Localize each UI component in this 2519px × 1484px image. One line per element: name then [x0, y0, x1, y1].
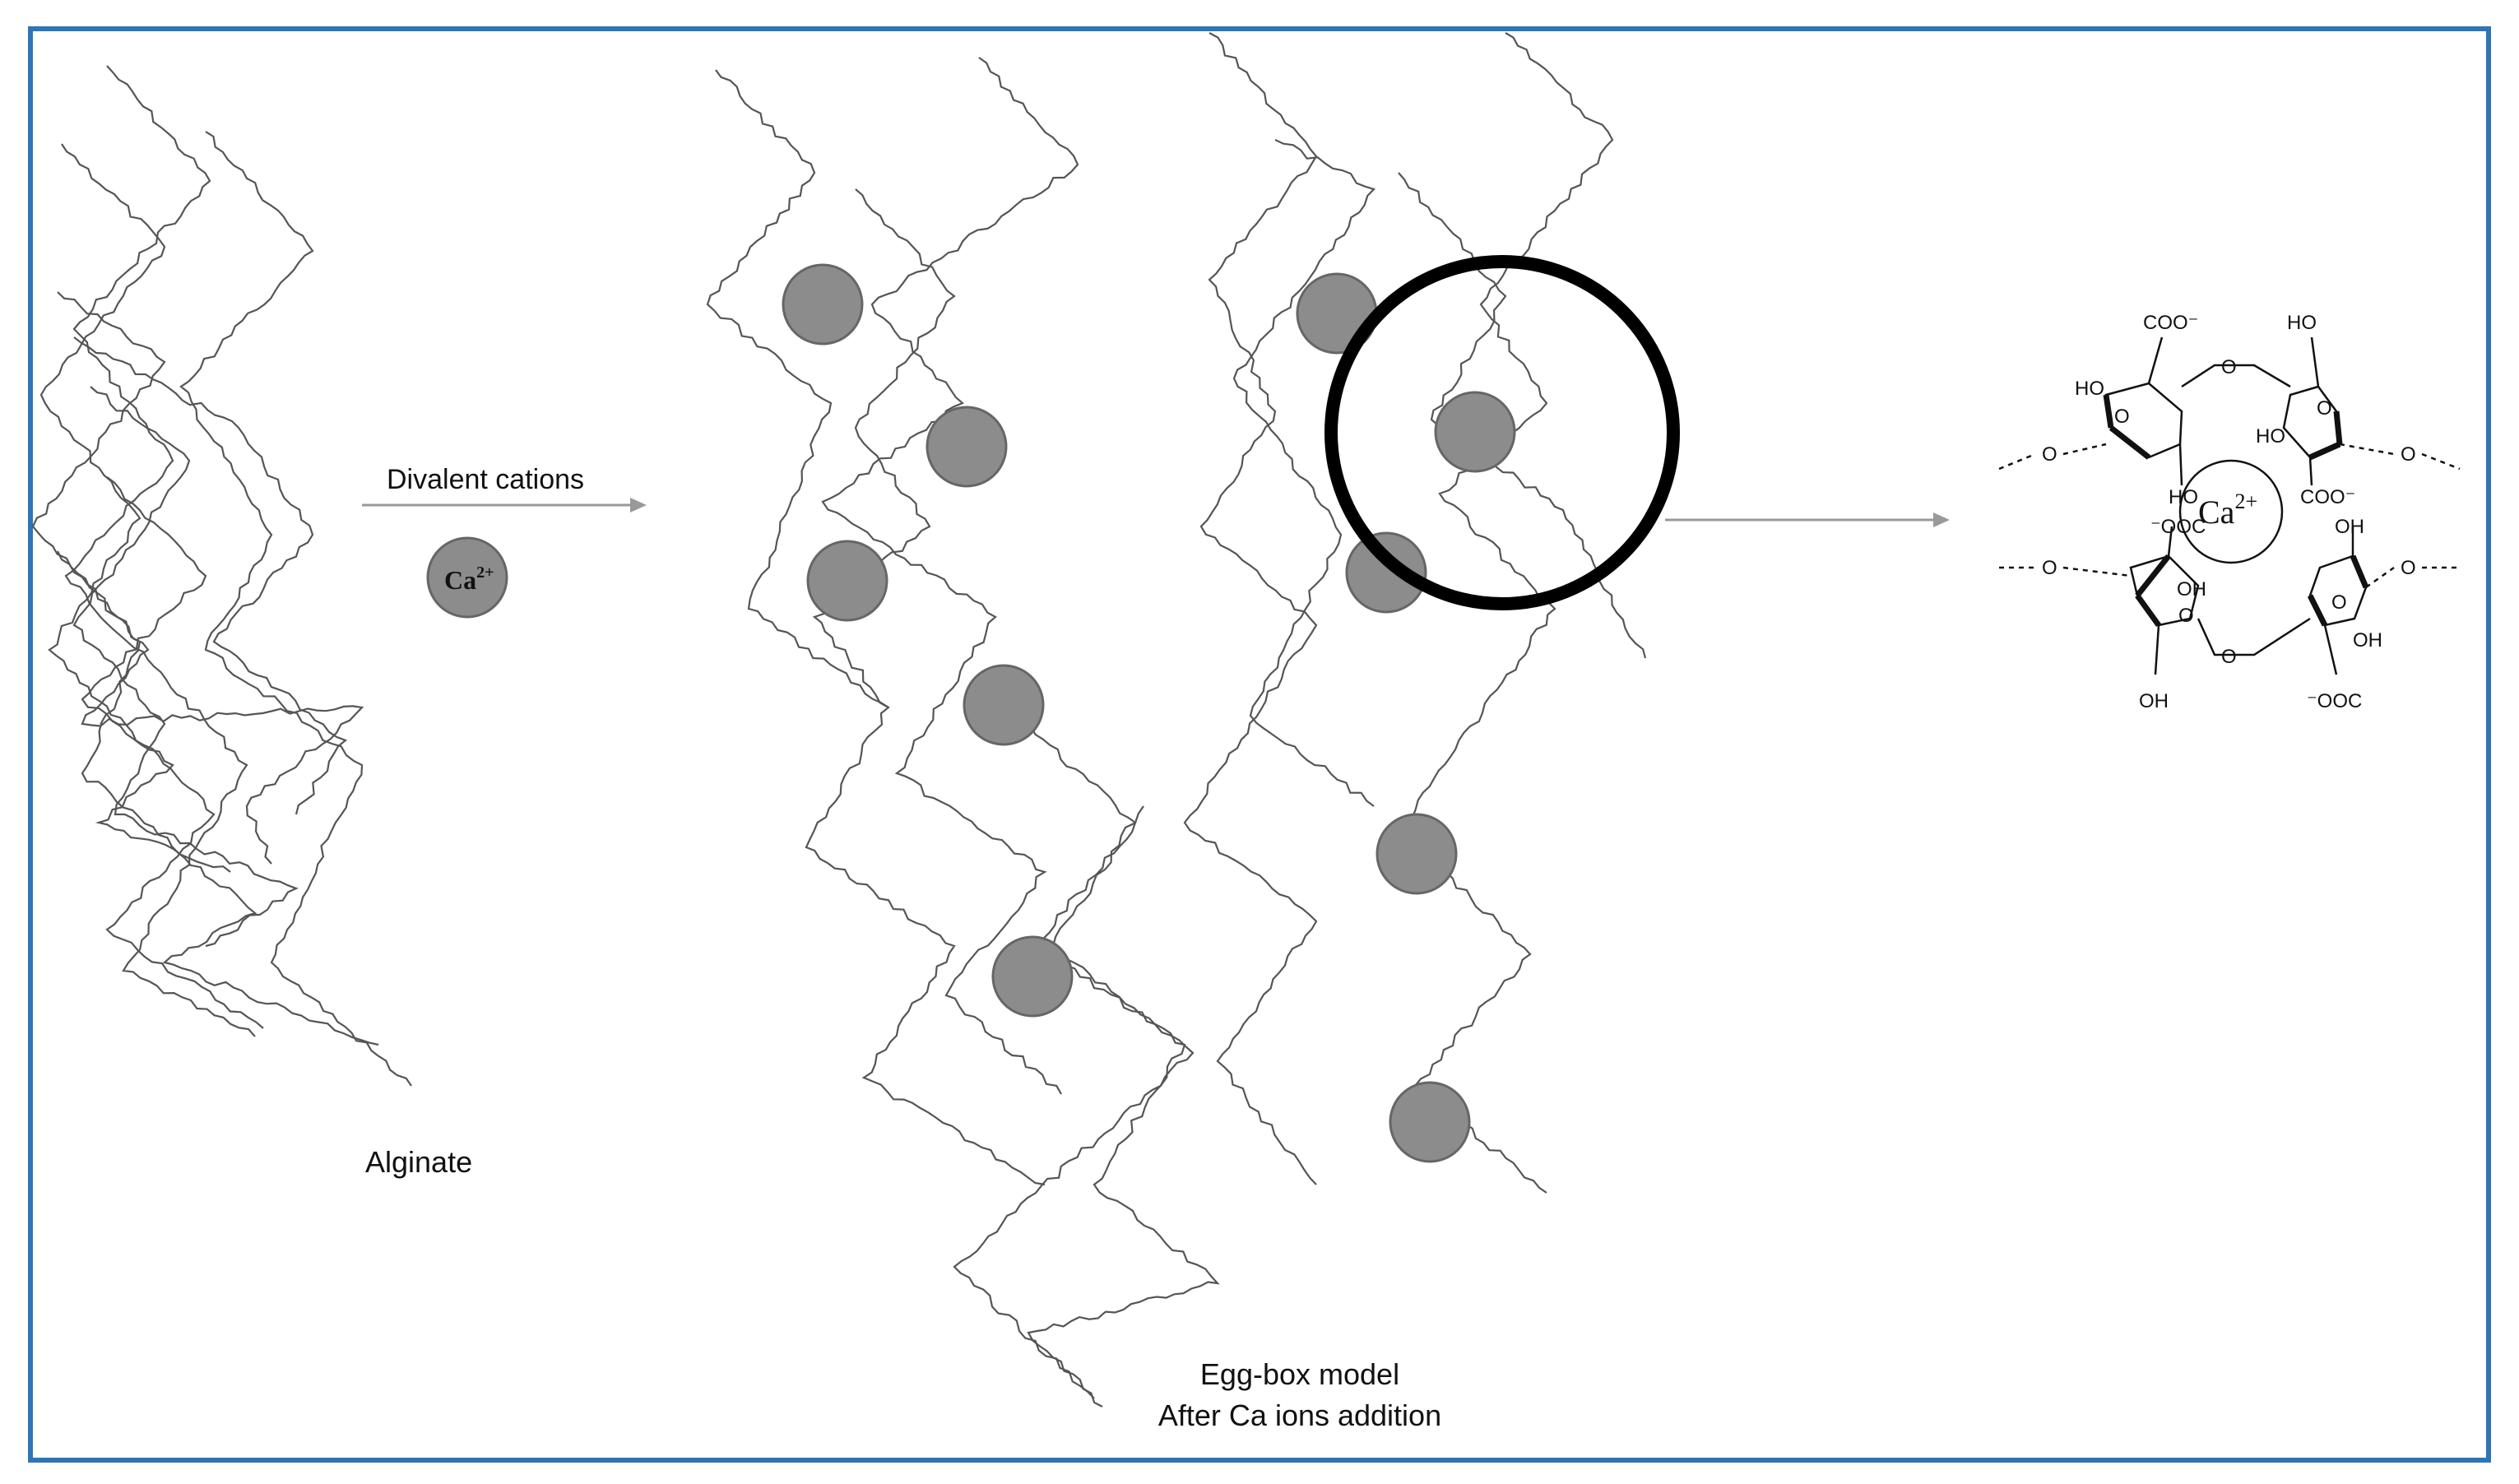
- reaction-arrow: [362, 498, 647, 512]
- egg-box-ion: [963, 664, 1045, 746]
- egg-box-structure: COO⁻ HO HO HO O O O O O HO COO⁻ ⁻OOC OH …: [1998, 312, 2461, 712]
- svg-text:COO⁻: COO⁻: [2143, 312, 2198, 334]
- svg-text:O: O: [2221, 646, 2237, 668]
- svg-text:HO: HO: [2169, 486, 2198, 508]
- svg-text:⁻OOC: ⁻OOC: [2150, 516, 2206, 538]
- svg-text:OH: OH: [2139, 690, 2169, 712]
- figure-frame: [28, 26, 2491, 1463]
- svg-text:HO: HO: [2075, 378, 2104, 400]
- egg-box-ion: [991, 935, 1074, 1018]
- alginate-label: Alginate: [365, 1145, 473, 1179]
- svg-text:O: O: [2317, 397, 2332, 420]
- svg-text:O: O: [2331, 591, 2347, 614]
- calcium-ion: Ca2+: [426, 536, 508, 619]
- alginate-chain: [57, 550, 364, 865]
- svg-text:O: O: [2401, 443, 2416, 466]
- divalent-cations-label: Divalent cations: [387, 464, 585, 495]
- svg-text:HO: HO: [2256, 425, 2285, 448]
- egg-box-ion: [1375, 813, 1458, 895]
- egg-box-chains: [706, 32, 1647, 1407]
- svg-text:O: O: [2178, 605, 2194, 627]
- highlight-circle: [1324, 255, 1680, 610]
- egg-box-label: Egg-box model: [1199, 1357, 1400, 1391]
- egg-box-chain: [1232, 139, 1376, 807]
- svg-text:OH: OH: [2353, 629, 2382, 652]
- svg-text:O: O: [2401, 557, 2416, 579]
- egg-box-sublabel: After Ca ions addition: [1157, 1398, 1442, 1432]
- egg-box-ion: [782, 263, 864, 345]
- svg-text:⁻OOC: ⁻OOC: [2307, 690, 2362, 712]
- calcium-ion-label: Ca2+: [444, 563, 494, 595]
- egg-box-chain: [812, 188, 956, 708]
- svg-text:O: O: [2042, 557, 2057, 579]
- egg-box-chain: [1397, 32, 1614, 1194]
- structure-calcium-label: Ca2+: [2198, 489, 2257, 531]
- alginate-chain: [39, 143, 264, 1029]
- svg-text:O: O: [2221, 356, 2237, 378]
- alginate-chain: [73, 336, 348, 815]
- egg-box-ions: [782, 263, 1516, 1163]
- svg-text:COO⁻: COO⁻: [2300, 486, 2355, 508]
- egg-box-chain: [995, 698, 1220, 1407]
- svg-text:OH: OH: [2335, 516, 2364, 538]
- alginate-chain: [64, 65, 256, 1037]
- egg-box-ion: [1345, 531, 1427, 614]
- svg-text:HO: HO: [2287, 312, 2317, 334]
- svg-text:O: O: [2114, 406, 2130, 428]
- egg-box-chain: [706, 69, 1046, 1186]
- zoom-arrow: [1665, 512, 1950, 527]
- alginate-chain: [72, 386, 299, 948]
- alginate-chain: [179, 131, 412, 1087]
- alginate-chain: [81, 476, 231, 873]
- egg-box-chain: [953, 805, 1195, 1399]
- egg-box-ion: [925, 406, 1008, 488]
- svg-text:OH: OH: [2177, 578, 2206, 601]
- egg-box-chain: [821, 57, 1079, 1095]
- egg-box-ion: [1434, 391, 1516, 473]
- egg-box-ion: [1389, 1081, 1471, 1163]
- alginate-chains: [31, 65, 412, 1087]
- svg-text:O: O: [2042, 443, 2057, 466]
- alginate-chain: [31, 291, 379, 1046]
- egg-box-chain: [1183, 32, 1318, 1185]
- egg-box-ion: [806, 540, 888, 622]
